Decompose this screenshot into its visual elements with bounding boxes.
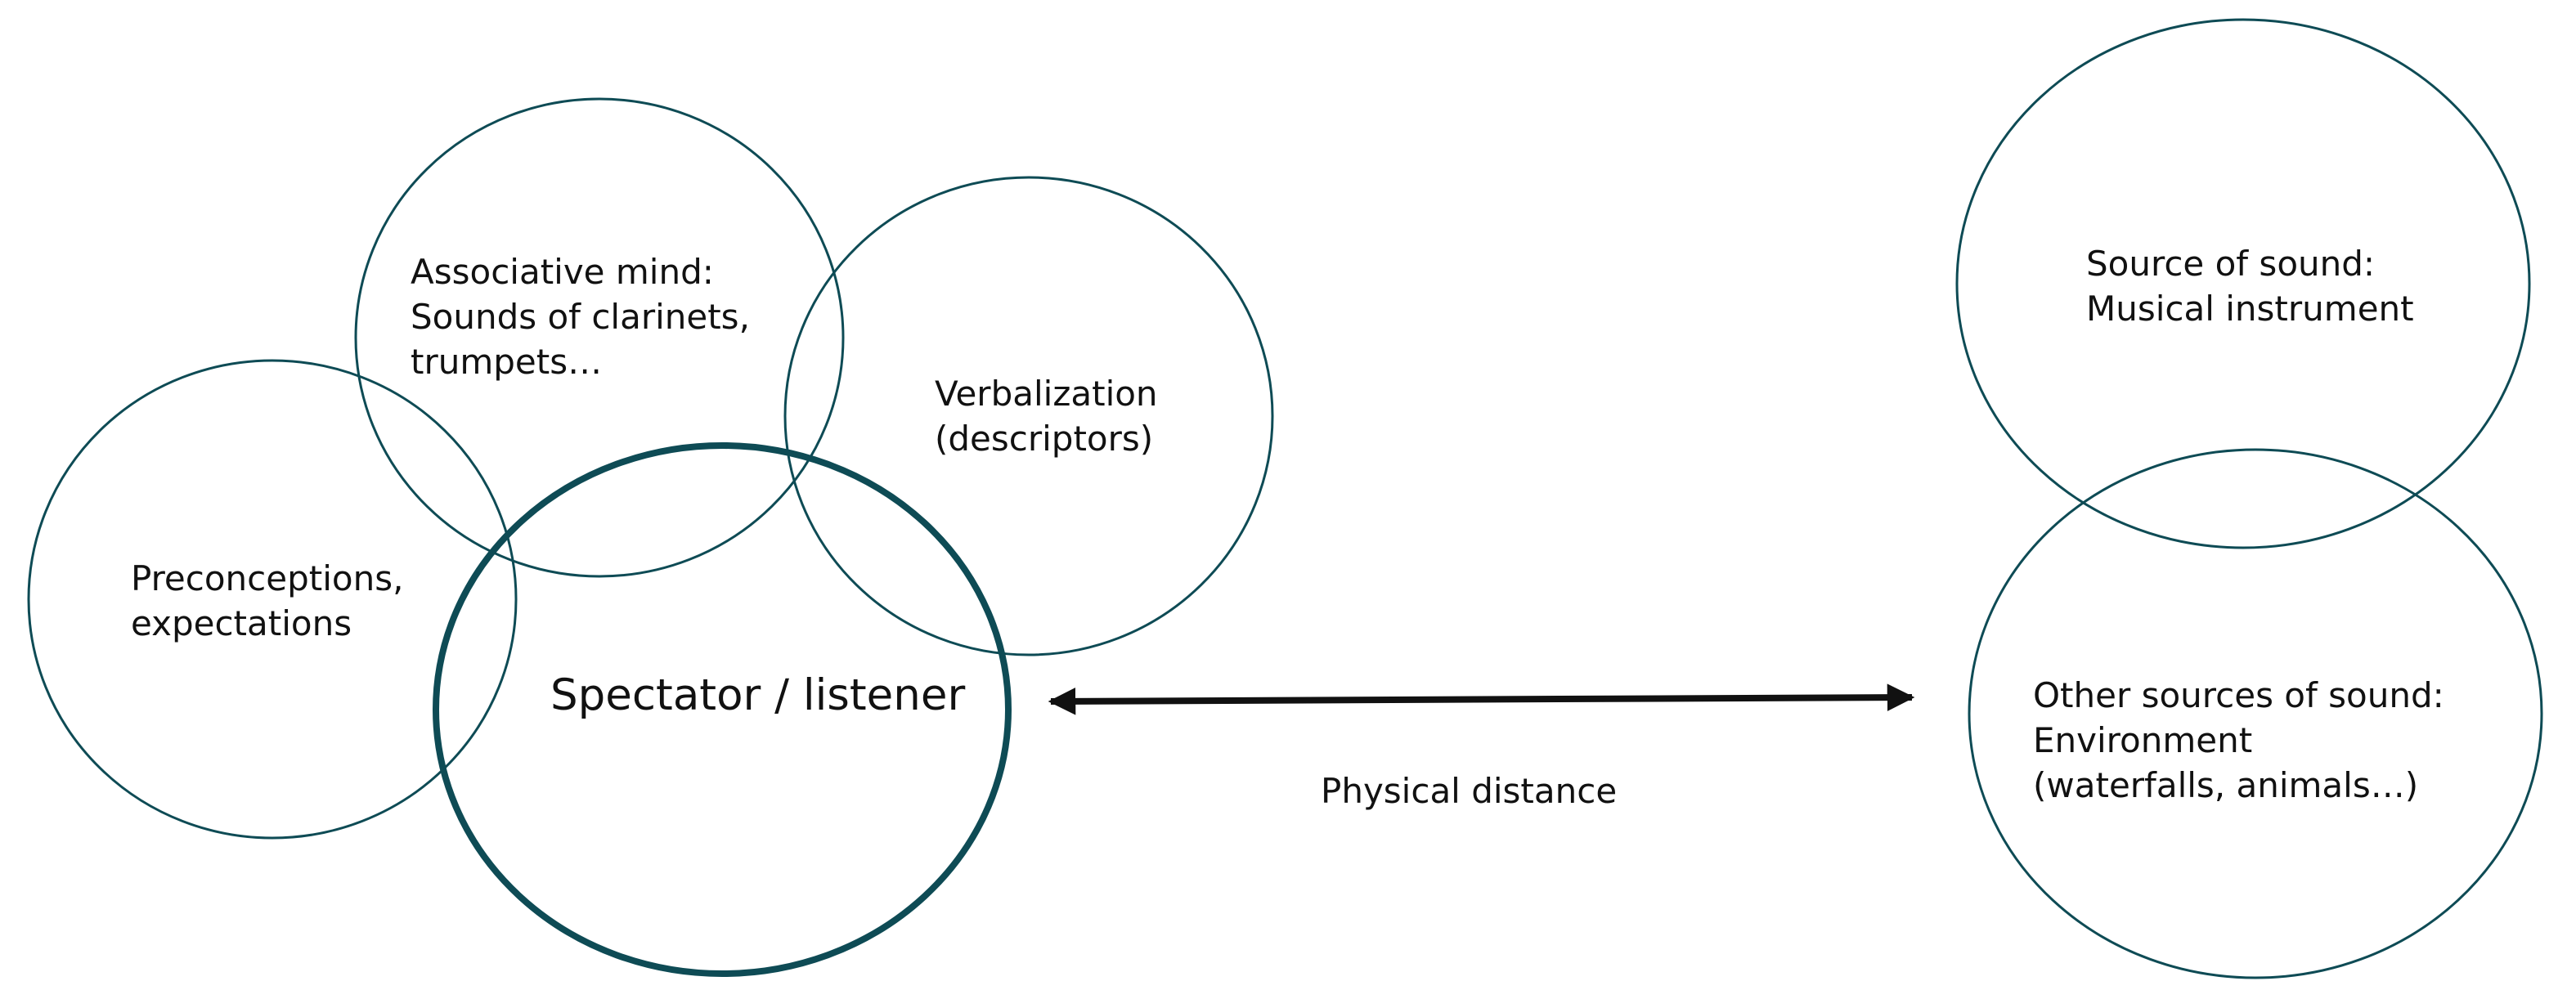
preconceptions-line-2: expectations [131, 603, 352, 643]
verbalization-line-2: (descriptors) [935, 419, 1154, 459]
associative-mind-line-3: trumpets… [411, 342, 603, 382]
physical-distance-arrow [1048, 683, 1915, 715]
other-sources-circle [1968, 448, 2543, 979]
associative-mind-circle [354, 97, 845, 578]
spectator-label: Spectator / listener [550, 670, 965, 721]
source-of-sound-line-1: Source of sound: [2086, 244, 2376, 284]
source-of-sound-line-2: Musical instrument [2086, 289, 2414, 329]
spectator-circle [433, 442, 1012, 977]
verbalization-circle [783, 176, 1274, 656]
other-sources-line-3: (waterfalls, animals…) [2033, 765, 2419, 805]
preconceptions-label: Preconceptions, expectations [131, 556, 403, 646]
associative-mind-label: Associative mind: Sounds of clarinets, t… [411, 249, 750, 384]
associative-mind-line-1: Associative mind: [411, 252, 714, 292]
physical-distance-label: Physical distance [1321, 768, 1617, 813]
source-of-sound-circle [1955, 18, 2531, 549]
source-of-sound-label: Source of sound: Musical instrument [2086, 241, 2414, 331]
other-sources-line-1: Other sources of sound: [2033, 675, 2444, 715]
preconceptions-circle [27, 359, 518, 840]
other-sources-line-2: Environment [2033, 720, 2253, 760]
spectator-line-1: Spectator / listener [550, 670, 966, 720]
verbalization-label: Verbalization (descriptors) [935, 371, 1158, 461]
verbalization-line-1: Verbalization [935, 374, 1158, 414]
physical-distance-text: Physical distance [1321, 771, 1618, 811]
associative-mind-line-2: Sounds of clarinets, [411, 297, 750, 337]
other-sources-label: Other sources of sound: Environment (wat… [2033, 673, 2444, 808]
preconceptions-line-1: Preconceptions, [131, 558, 404, 598]
